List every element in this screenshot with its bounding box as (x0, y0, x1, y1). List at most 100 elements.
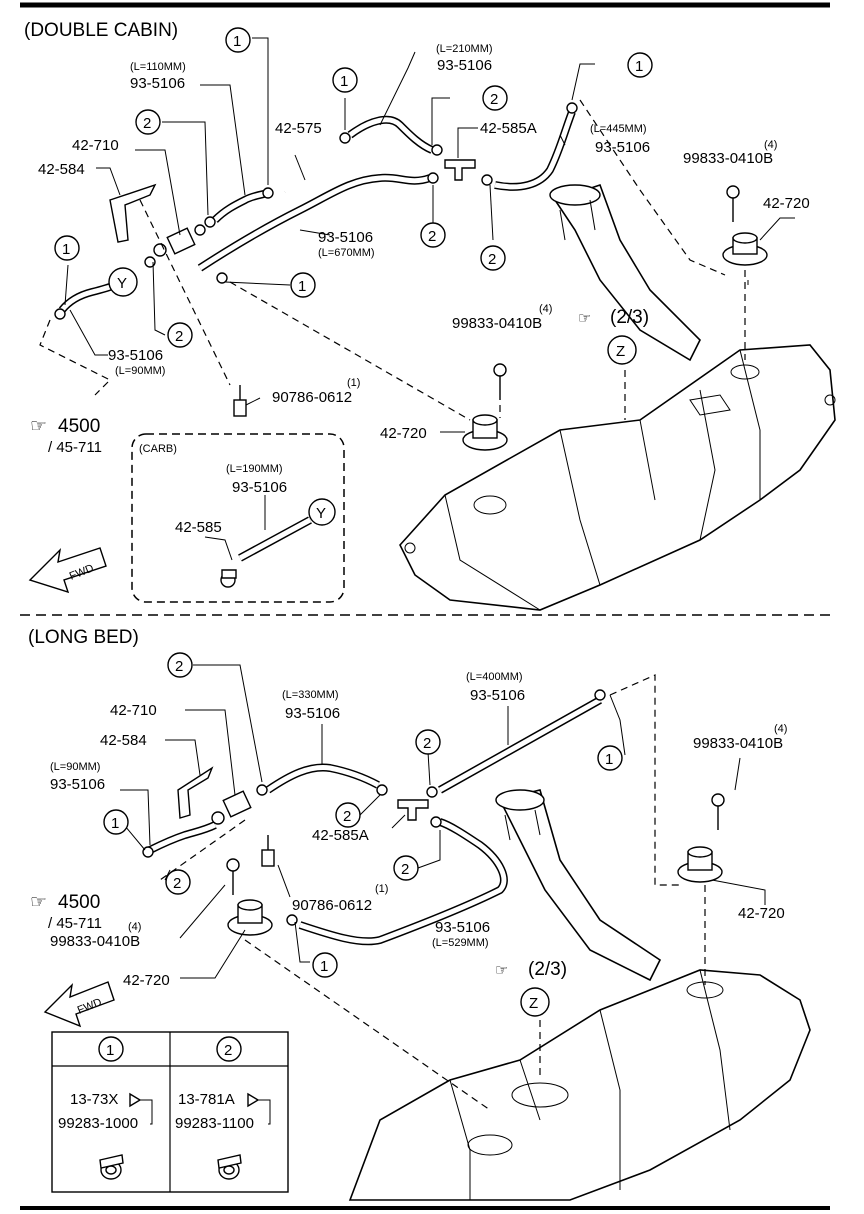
label-93-5106-g: 93-5106 (470, 687, 525, 704)
label-42-720-a: 42-720 (763, 195, 810, 212)
callout-2-b: 2 (135, 109, 161, 135)
callout-2-g: 2 (415, 729, 441, 755)
section-title-long-bed: (LONG BED) (28, 627, 139, 648)
carb-93-5106: 93-5106 (232, 479, 287, 496)
bolt-90786-bottom (261, 835, 275, 867)
label-99833-a: 99833-0410B (683, 150, 773, 167)
callout-2-h: 2 (335, 802, 361, 828)
callout-1-f: 1 (597, 745, 623, 771)
clamp-icon-2 (217, 1154, 242, 1180)
callout-2-e: 2 (167, 322, 193, 348)
callout-z-top: Z (607, 335, 637, 365)
legend-c2-part: 13-781A (178, 1091, 235, 1108)
carb-42-585: 42-585 (175, 519, 222, 536)
label-len-529: (L=529MM) (432, 937, 489, 949)
carb-callout-y: Y (316, 505, 326, 522)
hand-icon-23-bottom: ☞ (495, 962, 508, 979)
label-42-585A-top: 42-585A (480, 120, 537, 137)
label-45711-bottom: / 45-711 (48, 915, 102, 932)
fwd-arrow-bottom: FWD (43, 981, 115, 1028)
legend-col1: 1 (106, 1042, 114, 1059)
label-93-5106-i: 93-5106 (435, 919, 490, 936)
screw-99833-top-center (493, 363, 507, 400)
carb-title: (CARB) (139, 443, 177, 455)
label-4500-bottom: 4500 (58, 892, 100, 913)
callout-1-c: 1 (627, 52, 653, 78)
label-93-5106-h: 93-5106 (50, 776, 105, 793)
fuel-tank-bottom (348, 969, 811, 1201)
legend-c1-part: 13-73X (70, 1091, 118, 1108)
svg-text:2: 2 (401, 861, 409, 878)
svg-text:2: 2 (173, 875, 181, 892)
hose-670 (197, 173, 432, 272)
section-title-double-cabin: (DOUBLE CABIN) (24, 20, 178, 41)
label-99833-c: 99833-0410B (693, 735, 783, 752)
label-42-720-c: 42-720 (738, 905, 785, 922)
carb-len-190: (L=190MM) (226, 463, 283, 475)
label-len-90-top: (L=90MM) (115, 365, 165, 377)
valve-42-720-bottom-right (677, 846, 723, 883)
label-qty1-bottom: (1) (375, 883, 388, 895)
hand-icon-4500-bottom: ☞ (30, 892, 47, 913)
svg-text:2: 2 (175, 658, 183, 675)
joint-42-585A-bottom (397, 799, 429, 821)
svg-text:2: 2 (490, 91, 498, 108)
label-42-575: 42-575 (275, 120, 322, 137)
svg-text:Z: Z (616, 343, 625, 360)
valve-42-720-top-lower (462, 414, 508, 451)
label-93-5106-b: 93-5106 (437, 57, 492, 74)
filler-neck-bottom (495, 789, 662, 982)
fwd-arrow-top: FWD (28, 547, 107, 594)
hand-icon-4500-top: ☞ (30, 416, 47, 437)
callout-2-a: 2 (482, 85, 508, 111)
hose-42-575-inner (284, 136, 346, 194)
hose-42-575 (284, 137, 346, 193)
label-4500-top: 4500 (58, 416, 100, 437)
label-93-5106-c: 93-5106 (595, 139, 650, 156)
label-42-720-d: 42-720 (123, 972, 170, 989)
legend-c1-num: 99283-1000 (58, 1115, 138, 1132)
joint-42-585A-top (444, 159, 476, 181)
clips-top (54, 102, 578, 320)
callout-1-a: 1 (225, 27, 251, 53)
label-90786-bottom: 90786-0612 (292, 897, 372, 914)
label-93-5106-f: 93-5106 (285, 705, 340, 722)
callout-1-h: 1 (312, 952, 338, 978)
clamp-legend-table: 1 2 13-73X 99283-1000 13-781A 99283-1100 (51, 1031, 289, 1193)
callout-z-bottom: Z (520, 987, 550, 1017)
label-42-585A-bottom: 42-585A (312, 827, 369, 844)
label-qty4-b: (4) (539, 303, 552, 315)
carb-box: (CARB) (L=190MM) 93-5106 42-585 Y (131, 433, 345, 603)
svg-text:1: 1 (62, 241, 70, 258)
svg-text:Y: Y (117, 275, 127, 292)
svg-text:1: 1 (320, 958, 328, 975)
fuel-filter-42-710-bottom (211, 790, 252, 825)
callout-1-e: 1 (54, 235, 80, 261)
label-qty4-a: (4) (764, 139, 777, 151)
label-len-400: (L=400MM) (466, 671, 523, 683)
svg-text:1: 1 (605, 751, 613, 768)
label-len-330: (L=330MM) (282, 689, 339, 701)
svg-text:2: 2 (488, 251, 496, 268)
legend-c2-num: 99283-1100 (175, 1115, 254, 1132)
clips-bottom (142, 689, 606, 926)
label-42-584-top: 42-584 (38, 161, 85, 178)
svg-text:1: 1 (233, 33, 241, 50)
clamp-icon-1 (99, 1154, 124, 1180)
callout-2-f: 2 (167, 652, 193, 678)
callout-1-d: 1 (290, 272, 316, 298)
label-99833-d: 99833-0410B (50, 933, 140, 950)
screw-99833-bottom-right (711, 793, 725, 830)
label-ref-23-bottom: (2/3) (528, 959, 567, 980)
callout-2-c: 2 (420, 222, 446, 248)
label-len-445: (L=445MM) (590, 123, 647, 135)
callout-1-b: 1 (332, 67, 358, 93)
label-93-5106-a: 93-5106 (130, 75, 185, 92)
label-93-5106-e: 93-5106 (108, 347, 163, 364)
bracket-42-584-top (109, 183, 157, 243)
label-42-584-bottom: 42-584 (100, 732, 147, 749)
valve-42-720-bottom-left (227, 899, 273, 936)
svg-text:Z: Z (529, 995, 538, 1012)
svg-text:1: 1 (111, 815, 119, 832)
label-42-710-bottom: 42-710 (110, 702, 157, 719)
